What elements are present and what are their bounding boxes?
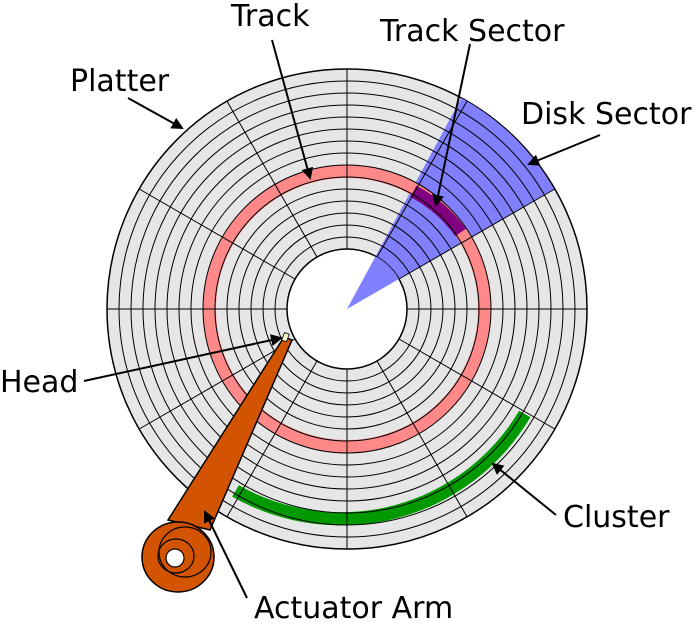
- track-sector-arrow: [432, 43, 471, 207]
- label-cluster: Cluster: [563, 500, 670, 535]
- label-actuator-arm: Actuator Arm: [254, 591, 453, 624]
- sector-line: [138, 338, 296, 430]
- label-head: Head: [0, 365, 78, 400]
- label-track: Track: [230, 0, 310, 34]
- disk-sector-wedge: [347, 97, 554, 309]
- disk-sector-wedge-inner: [347, 256, 399, 309]
- actuator-arm: [141, 336, 294, 593]
- track-arrow: [271, 39, 314, 180]
- read-write-head: [281, 332, 290, 343]
- sector-line: [226, 100, 318, 258]
- label-track-sector: Track Sector: [379, 14, 565, 49]
- head-arrow: [83, 334, 283, 382]
- disk-sector-arrow: [527, 134, 601, 166]
- label-disk-sector: Disk Sector: [521, 97, 692, 132]
- platter-arrow: [127, 97, 184, 129]
- sector-line: [398, 188, 556, 280]
- cluster-arrow: [491, 462, 557, 516]
- sector-line: [398, 338, 556, 430]
- cluster-arc: [232, 410, 531, 526]
- track-sector-segment: [410, 185, 466, 237]
- sector-line: [226, 360, 318, 518]
- label-platter: Platter: [70, 64, 170, 99]
- sector-line: [138, 188, 296, 280]
- sector-line: [376, 360, 468, 518]
- actuator-arm-arrow: [203, 510, 248, 599]
- sector-lines: [107, 69, 587, 549]
